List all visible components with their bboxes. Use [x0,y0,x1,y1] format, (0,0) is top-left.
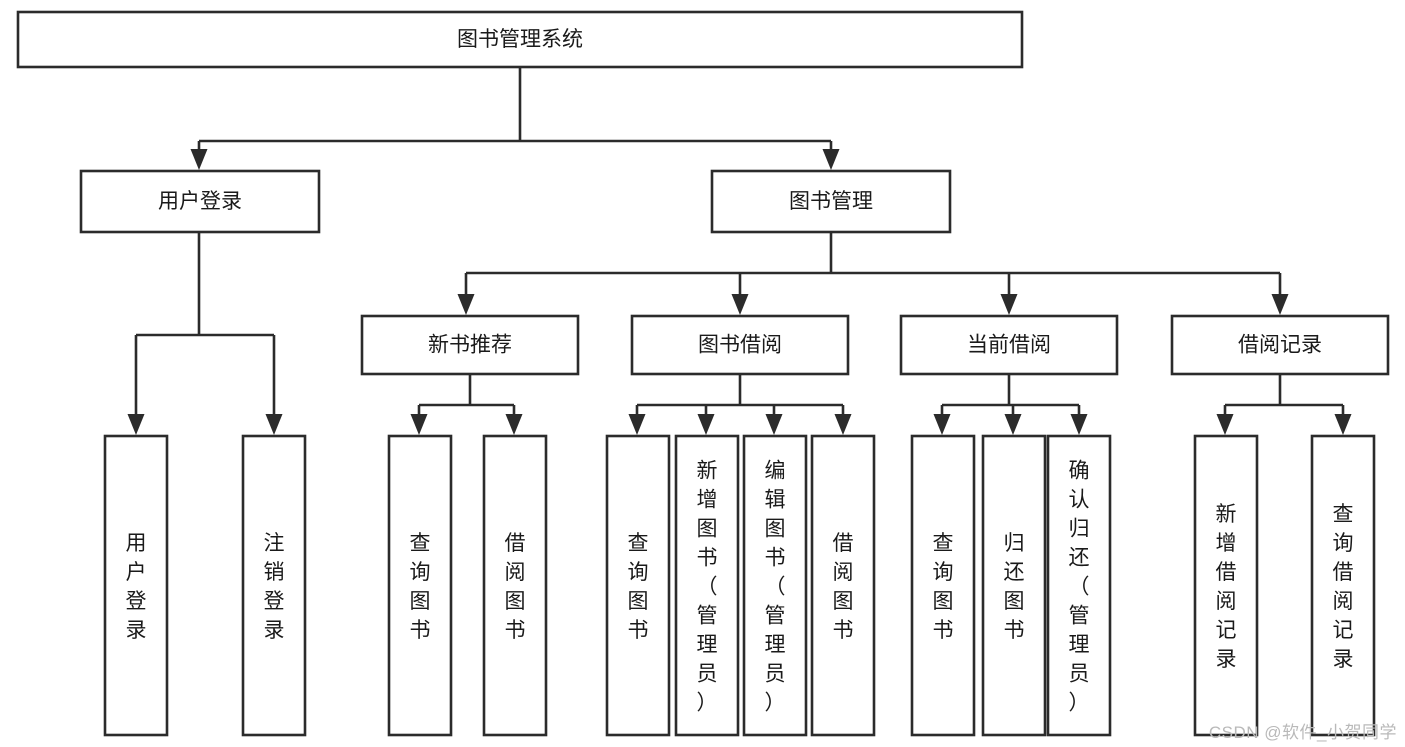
node-box-leaf-borrow-book [810,434,876,737]
leaf-arrow-2-0-head [933,414,951,435]
node-label-leaf-borrow-book-recommend: 借阅图书 [505,532,526,642]
node-label-book-manage: 图书管理 [789,190,873,213]
level3-arrow-3-head [1271,294,1289,315]
node-leaf-logout-login[interactable]: 注销登录 [241,434,307,737]
node-label-leaf-borrow-book: 借阅图书 [833,532,854,642]
leaf-arrow-1-2-head [765,414,783,435]
level2-arrow-0-head [190,149,208,170]
node-label-leaf-query-book-borrow: 查询图书 [628,532,649,642]
node-box-leaf-user-login [103,434,169,737]
node-label-leaf-logout-login: 注销登录 [264,532,285,642]
leaf-arrow-0-1-head [505,414,523,435]
node-box-leaf-add-book-admin [674,434,740,737]
node-leaf-query-book-borrow[interactable]: 查询图书 [605,434,671,737]
node-label-leaf-query-book-current: 查询图书 [933,532,954,642]
node-box-leaf-confirm-return-admin [1046,434,1112,737]
node-leaf-query-book-current[interactable]: 查询图书 [910,434,976,737]
node-root[interactable]: 图书管理系统 [16,10,1024,69]
leaf-arrow-3-0-head [1216,414,1234,435]
node-box-leaf-query-book-current [910,434,976,737]
node-leaf-borrow-book[interactable]: 借阅图书 [810,434,876,737]
node-label-leaf-return-book: 归还图书 [1004,532,1025,642]
node-label-leaf-user-login: 用户登录 [126,532,147,642]
level3-arrow-1-head [731,294,749,315]
node-box-borrow-record [1170,314,1390,376]
node-leaf-confirm-return-admin[interactable]: 确认归还（管理员） [1046,434,1112,737]
node-box-leaf-query-book-borrow [605,434,671,737]
node-box-leaf-borrow-book-recommend [482,434,548,737]
csdn-watermark: CSDN @软件_小贺同学 [1208,723,1397,742]
node-leaf-edit-book-admin[interactable]: 编辑图书（管理员） [742,434,808,737]
node-box-leaf-return-book [981,434,1047,737]
node-box-book-manage [710,169,952,234]
node-leaf-add-book-admin[interactable]: 新增图书（管理员） [674,434,740,737]
leaf-arrow-1-3-head [834,414,852,435]
node-box-leaf-query-borrow-record [1310,434,1376,737]
node-label-leaf-query-book-recommend: 查询图书 [410,532,431,642]
leaf-arrow-1-0-head [628,414,646,435]
node-box-user-login [79,169,321,234]
node-box-leaf-logout-login [241,434,307,737]
leaf-arrow-0-0-head [410,414,428,435]
node-label-leaf-edit-book-admin: 编辑图书（管理员） [765,460,786,715]
level2-arrow-1-head [822,149,840,170]
node-label-current-borrow: 当前借阅 [967,334,1051,357]
node-leaf-query-borrow-record[interactable]: 查询借阅记录 [1310,434,1376,737]
node-leaf-user-login[interactable]: 用户登录 [103,434,169,737]
node-label-new-book-recommend: 新书推荐 [428,334,512,357]
node-box-new-book-recommend [360,314,580,376]
node-current-borrow[interactable]: 当前借阅 [899,314,1119,376]
level3-arrow-2-head [1000,294,1018,315]
node-label-leaf-add-borrow-record: 新增借阅记录 [1216,503,1237,671]
node-user-login[interactable]: 用户登录 [79,169,321,234]
node-label-user-login: 用户登录 [158,190,242,213]
node-label-borrow-record: 借阅记录 [1238,334,1322,357]
leaf-arrow-2-2-head [1070,414,1088,435]
node-label-leaf-confirm-return-admin: 确认归还（管理员） [1069,460,1090,715]
node-label-leaf-add-book-admin: 新增图书（管理员） [697,460,718,715]
node-box-leaf-edit-book-admin [742,434,808,737]
user-login-arrow-1-head [265,414,283,435]
node-box-leaf-query-book-recommend [387,434,453,737]
level3-arrow-0-head [457,294,475,315]
node-box-root [16,10,1024,69]
node-box-book-borrow [630,314,850,376]
node-new-book-recommend[interactable]: 新书推荐 [360,314,580,376]
node-leaf-borrow-book-recommend[interactable]: 借阅图书 [482,434,548,737]
node-borrow-record[interactable]: 借阅记录 [1170,314,1390,376]
leaf-arrow-3-1-head [1334,414,1352,435]
node-leaf-return-book[interactable]: 归还图书 [981,434,1047,737]
node-book-manage[interactable]: 图书管理 [710,169,952,234]
node-label-leaf-query-borrow-record: 查询借阅记录 [1333,503,1354,671]
node-box-leaf-add-borrow-record [1193,434,1259,737]
user-login-arrow-0-head [127,414,145,435]
leaf-arrow-2-1-head [1004,414,1022,435]
node-leaf-query-book-recommend[interactable]: 查询图书 [387,434,453,737]
node-book-borrow[interactable]: 图书借阅 [630,314,850,376]
node-label-book-borrow: 图书借阅 [698,334,782,357]
node-leaf-add-borrow-record[interactable]: 新增借阅记录 [1193,434,1259,737]
leaf-arrow-1-1-head [697,414,715,435]
node-box-current-borrow [899,314,1119,376]
node-label-root: 图书管理系统 [457,28,583,51]
